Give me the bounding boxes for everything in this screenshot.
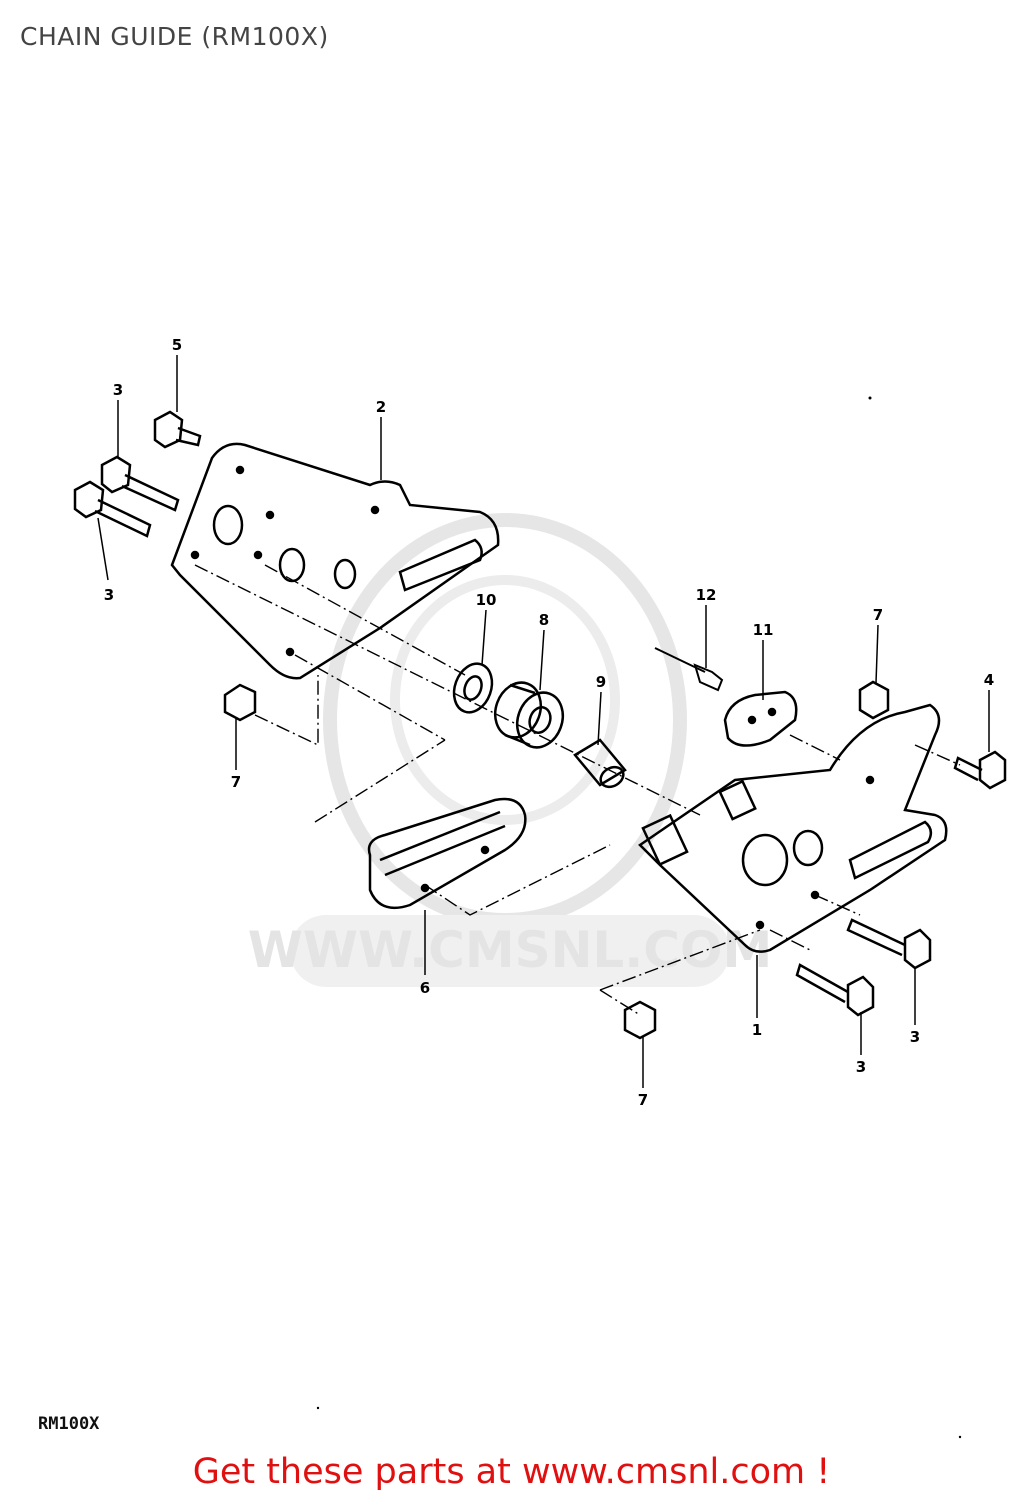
callout-3: 3 [910,1028,920,1046]
bolt-3-upper [100,455,180,512]
nut-7-bottom [623,1000,657,1040]
callout-9: 9 [596,673,606,691]
part-10-washer [452,662,494,714]
callout-11: 11 [753,621,774,639]
plate-2-hole-small [333,558,357,590]
plate-2-slot [398,538,483,592]
callout-7: 7 [231,773,241,791]
bolt-3-right-lower [795,963,875,1017]
callout-12: 12 [696,586,717,604]
axis-bracket-right [789,734,841,761]
axis-bolt-right [814,894,861,916]
callout-3: 3 [113,381,123,399]
callouts: 5 3 3 2 10 8 9 12 11 7 4 7 6 1 3 3 7 [104,336,994,1109]
bolt-4 [953,750,1007,790]
bolts-right [795,750,1007,1017]
part-11-pad [723,690,798,747]
scan-specks [316,396,962,1439]
watermark-banner [290,915,730,987]
axis-bottom [599,989,641,1016]
alignment-axes [194,564,961,1016]
axis-bottom-diag [599,929,761,991]
callout-7: 7 [873,606,883,624]
axis-guide-right [424,844,611,916]
bolt-3-lower [73,480,152,538]
plate-1-tab-2 [718,779,757,821]
plate-2-hole-mid [278,547,306,583]
callout-4: 4 [984,671,994,689]
watermark-logo-inner [390,575,620,825]
bolt-5 [153,410,202,449]
bolt-3-right-upper [846,918,932,970]
axis-lower [294,654,446,741]
watermark: WWW.CMSNL.COM [248,513,773,987]
page-title: CHAIN GUIDE (RM100X) [20,22,329,51]
plate-1-slot [848,820,933,880]
part-12-rivet [654,647,724,692]
axis-middle [264,564,466,676]
callout-5: 5 [172,336,182,354]
plate-1-hole-large [741,833,789,887]
nut-7-left [223,683,257,722]
callout-6: 6 [420,979,430,997]
watermark-text: WWW.CMSNL.COM [248,921,773,979]
model-code-label: RM100X [38,1414,100,1434]
axis-nut-left [254,675,319,747]
part-9-spacer [573,738,627,789]
callout-8: 8 [539,611,549,629]
callout-3: 3 [104,586,114,604]
callout-1: 1 [752,1021,762,1039]
axis-bolt4 [914,744,961,766]
part-1-guide-plate-right [638,703,948,953]
callout-2: 2 [376,398,386,416]
plate-2-hole-large [212,504,244,546]
plate-1-tab [641,813,689,867]
leader-lines [97,355,990,1088]
bolts-left [73,410,202,538]
callout-10: 10 [476,591,497,609]
nut-7-upper-right [858,680,890,720]
axis-upper [194,564,701,816]
axis-guide-left [314,739,446,823]
nuts-7 [223,680,890,1040]
part-8-roller [493,681,565,749]
callout-3: 3 [856,1058,866,1076]
footer-cta-link[interactable]: Get these parts at www.cmsnl.com ! [192,1452,831,1492]
callout-7: 7 [638,1091,648,1109]
axis-bolt-right2 [769,929,811,951]
plate-1-hole-mid [792,829,824,867]
part-6-guide-slider [367,797,527,910]
part-2-guide-plate-left [170,442,500,680]
